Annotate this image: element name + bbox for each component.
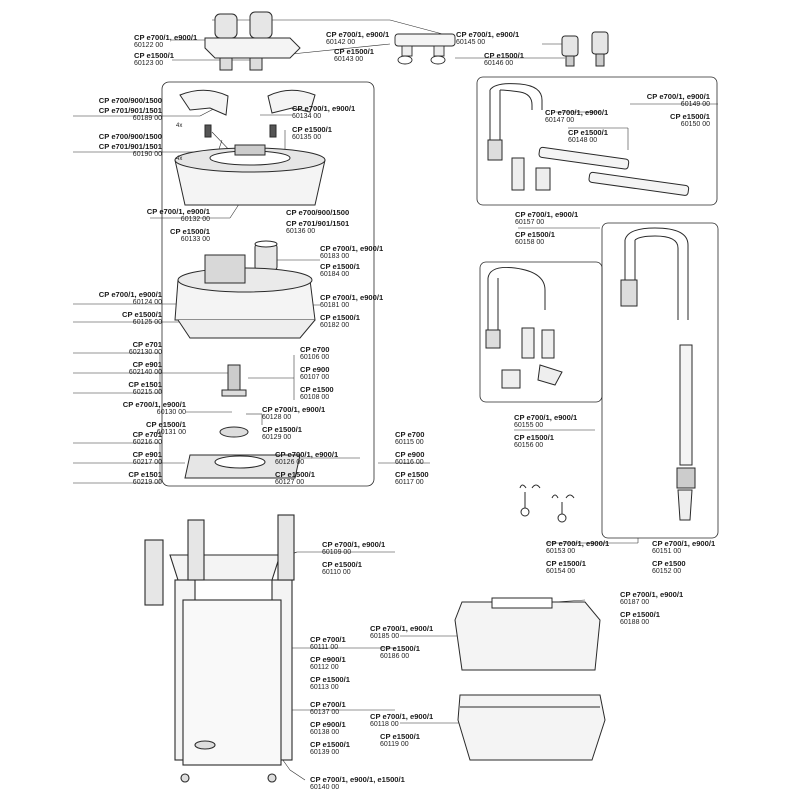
intake-pipe-upper [487,83,690,196]
part-label-clip-a: CP e700/900/1500 [98,96,162,105]
filter-basket-lower [457,694,606,761]
pump-head-cover [174,144,326,206]
sealing-ring [219,426,249,438]
canister-housing [144,514,295,783]
adapter-pieces [394,33,456,65]
spray-bar-2 [588,171,690,196]
impeller-unit [254,240,278,271]
suction-cups [519,484,575,523]
frame-intake-pipe [601,222,719,539]
tap-valves [561,31,609,67]
pump-motor-housing [174,254,316,339]
latch-clips [179,89,316,138]
quantity-label-1: 4x [176,123,182,129]
intake-pipe-long [620,227,696,521]
frame-intake-set [476,76,718,206]
head-valve-block [204,11,301,71]
quantity-label-2: 4x [176,156,182,162]
part-label-screw-a: CP e700/900/1500 [98,132,162,141]
part-label-screw-c: CP e700/900/1500 [286,208,350,217]
frame-filter-head [161,81,375,487]
outlet-pipe-set [485,267,563,389]
filter-basket-upper [454,597,601,671]
impeller-shaft [221,364,247,397]
spray-bar-1 [538,146,630,170]
base-plate [184,454,301,479]
